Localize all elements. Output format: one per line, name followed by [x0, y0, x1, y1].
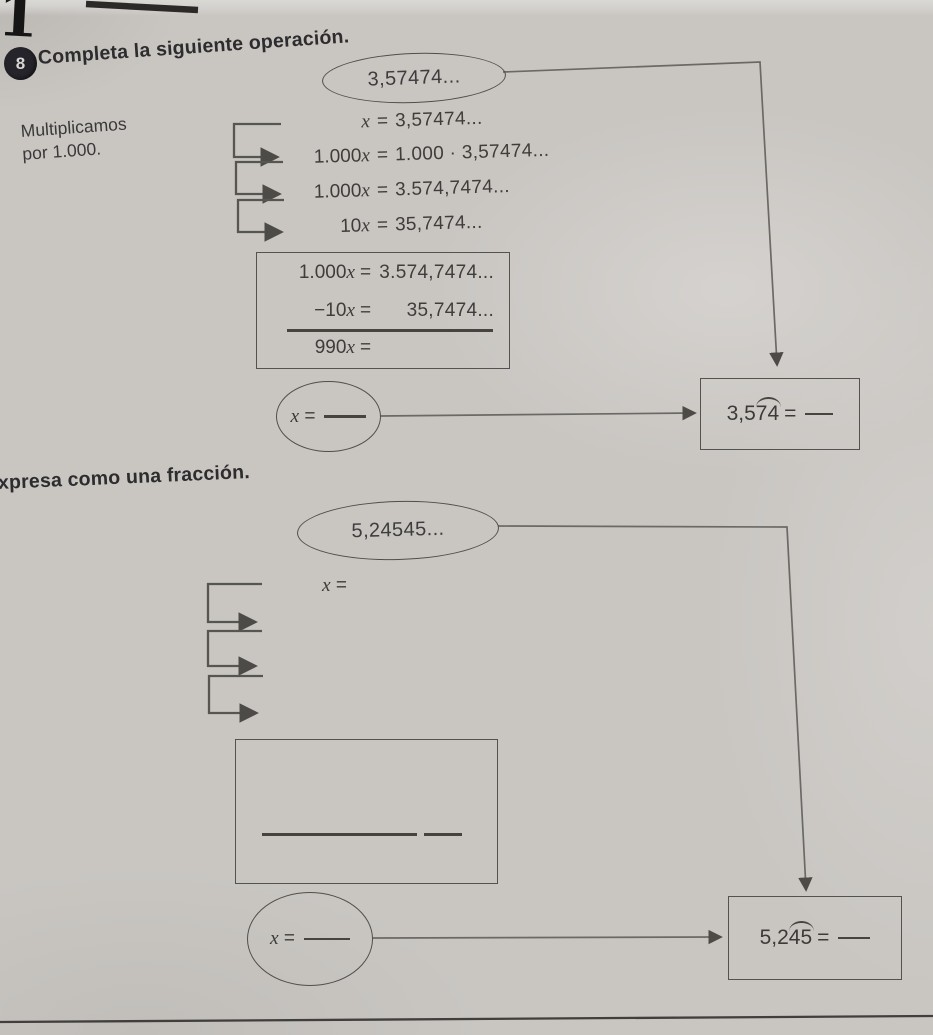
- repeat-arc-1: 74: [755, 397, 782, 425]
- exercise-number-badge: 8: [4, 47, 37, 80]
- answer-blank-1: [805, 412, 834, 416]
- prev-exercise-numeral: 1: [0, 0, 41, 52]
- decimal-value-1: 3,57474...: [367, 64, 461, 91]
- result-box-2: 5,245 =: [728, 896, 902, 980]
- result-box-1: 3,574 =: [700, 378, 860, 450]
- subtraction-minuend: 1.000x = 3.574,7474...: [298, 262, 495, 283]
- repeating-decimal-1: 3,574: [726, 397, 782, 425]
- connector-oval2-to-resultbox2: [497, 525, 813, 892]
- multiply-brackets-section1: [232, 122, 284, 242]
- work-box-empty: [235, 739, 498, 884]
- work-blank-long-line: [262, 833, 417, 836]
- subtraction-box: 1.000x = 3.574,7474... −10x = 35,7474...…: [256, 252, 510, 369]
- prev-exercise-fraction-bar: [85, 0, 199, 14]
- decimal-value-2: 5,24545...: [351, 517, 445, 543]
- subtraction-rule: [287, 329, 493, 332]
- exercise-number: 8: [15, 53, 26, 73]
- multiply-note: Multiplicamos por 1.000.: [20, 113, 129, 166]
- x-fraction-oval-2: x =: [247, 892, 373, 986]
- connector-oval1-to-resultbox1: [502, 61, 784, 367]
- work-blank-short-line: [424, 833, 462, 836]
- fraction-blank-2: [303, 937, 350, 941]
- arrow-xoval1-to-resultbox1: [379, 405, 697, 421]
- bottom-page-rule: [0, 1014, 933, 1024]
- subtraction-result: 990x =: [314, 337, 372, 358]
- repeating-decimal-2: 5,245: [759, 921, 815, 949]
- repeat-arc-2: 45: [788, 921, 815, 949]
- subtraction-subtrahend: −10x = 35,7474...: [314, 300, 495, 321]
- answer-blank-2: [838, 936, 871, 940]
- x-fraction-oval-1: x =: [276, 381, 381, 452]
- arrow-xoval2-to-resultbox2: [371, 929, 723, 945]
- multiply-brackets-section2: [206, 582, 263, 723]
- fraction-blank-1: [324, 415, 367, 418]
- x-equals-label: x =: [322, 575, 347, 596]
